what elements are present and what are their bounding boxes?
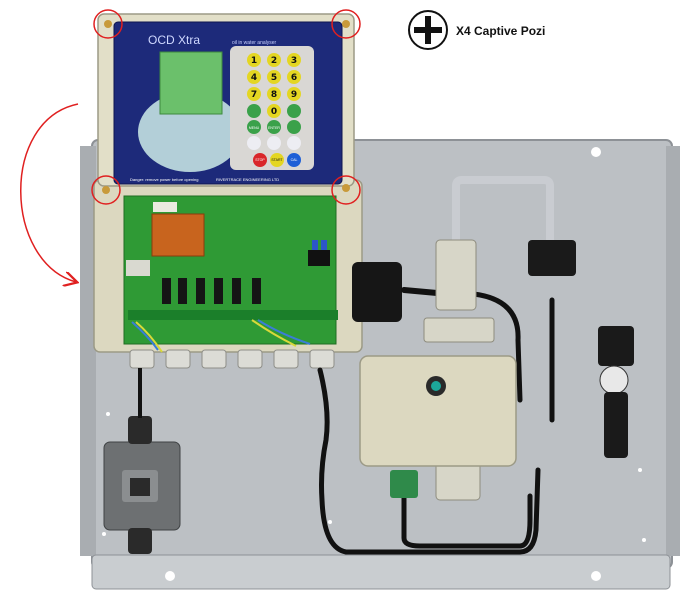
pipework	[317, 176, 555, 555]
key-label: 8	[271, 90, 277, 100]
captive-screws	[91, 9, 361, 205]
screw-callout	[331, 175, 361, 205]
keypad-key[interactable]	[247, 53, 261, 67]
keypad-key[interactable]	[287, 104, 301, 118]
isolator-switch	[103, 368, 181, 554]
filter-regulator	[598, 326, 634, 458]
screw-icon	[104, 20, 112, 28]
key-label: 7	[251, 90, 257, 100]
func-key-label: ENTER	[268, 126, 280, 130]
keypad-key[interactable]	[247, 87, 261, 101]
func-key[interactable]	[267, 136, 281, 150]
keypad-key[interactable]	[247, 70, 261, 84]
keypad-key[interactable]	[267, 104, 281, 118]
screw-icon	[342, 20, 350, 28]
maker-label: RIVERTRACE ENGINEERING LTD	[216, 177, 279, 182]
legend-label: X4 Captive Pozi	[456, 24, 545, 38]
flow-cell	[390, 239, 495, 501]
keypad-key[interactable]	[287, 53, 301, 67]
stop-key[interactable]	[253, 153, 267, 167]
lid-open-arrow	[20, 103, 78, 282]
keypad-key[interactable]	[247, 104, 261, 118]
key-label: 2	[271, 56, 277, 66]
solenoid-valve	[528, 240, 576, 276]
screw-icon	[342, 184, 350, 192]
screw-callout	[93, 9, 123, 39]
cal-key[interactable]	[287, 153, 301, 167]
func-key[interactable]	[247, 136, 261, 150]
key-label: 0	[271, 107, 277, 117]
screw-callout	[91, 175, 121, 205]
keypad-key[interactable]	[267, 87, 281, 101]
screw-icon	[102, 186, 110, 194]
brand-label: OCD Xtra	[148, 33, 200, 47]
key-label: 9	[291, 90, 297, 100]
key-label: 1	[251, 56, 257, 66]
cal-key-label: CAL	[291, 158, 298, 162]
keypad	[247, 53, 301, 167]
func-key[interactable]	[267, 120, 281, 134]
junction-box	[359, 355, 517, 467]
keypad-key[interactable]	[267, 70, 281, 84]
keypad-key[interactable]	[287, 70, 301, 84]
subtitle-label: oil in water analyser	[232, 40, 277, 46]
key-label: 6	[291, 73, 297, 83]
func-key[interactable]	[287, 136, 301, 150]
key-label: 5	[271, 73, 277, 83]
keypad-key[interactable]	[287, 87, 301, 101]
stop-key-label: STOP	[255, 158, 265, 162]
enclosure-base	[93, 179, 402, 369]
func-key[interactable]	[247, 120, 261, 134]
start-key[interactable]	[270, 153, 284, 167]
keypad-key[interactable]	[267, 53, 281, 67]
pozidriv-screw-icon	[408, 10, 448, 50]
func-key[interactable]	[287, 120, 301, 134]
warning-label: Danger: remove power before opening	[130, 177, 199, 182]
key-label: 3	[291, 56, 297, 66]
screw-callout	[331, 9, 361, 39]
start-key-label: START	[271, 158, 283, 162]
func-key-label: MENU	[249, 126, 260, 130]
key-label: 4	[251, 73, 257, 83]
analyser-lid	[97, 13, 355, 187]
